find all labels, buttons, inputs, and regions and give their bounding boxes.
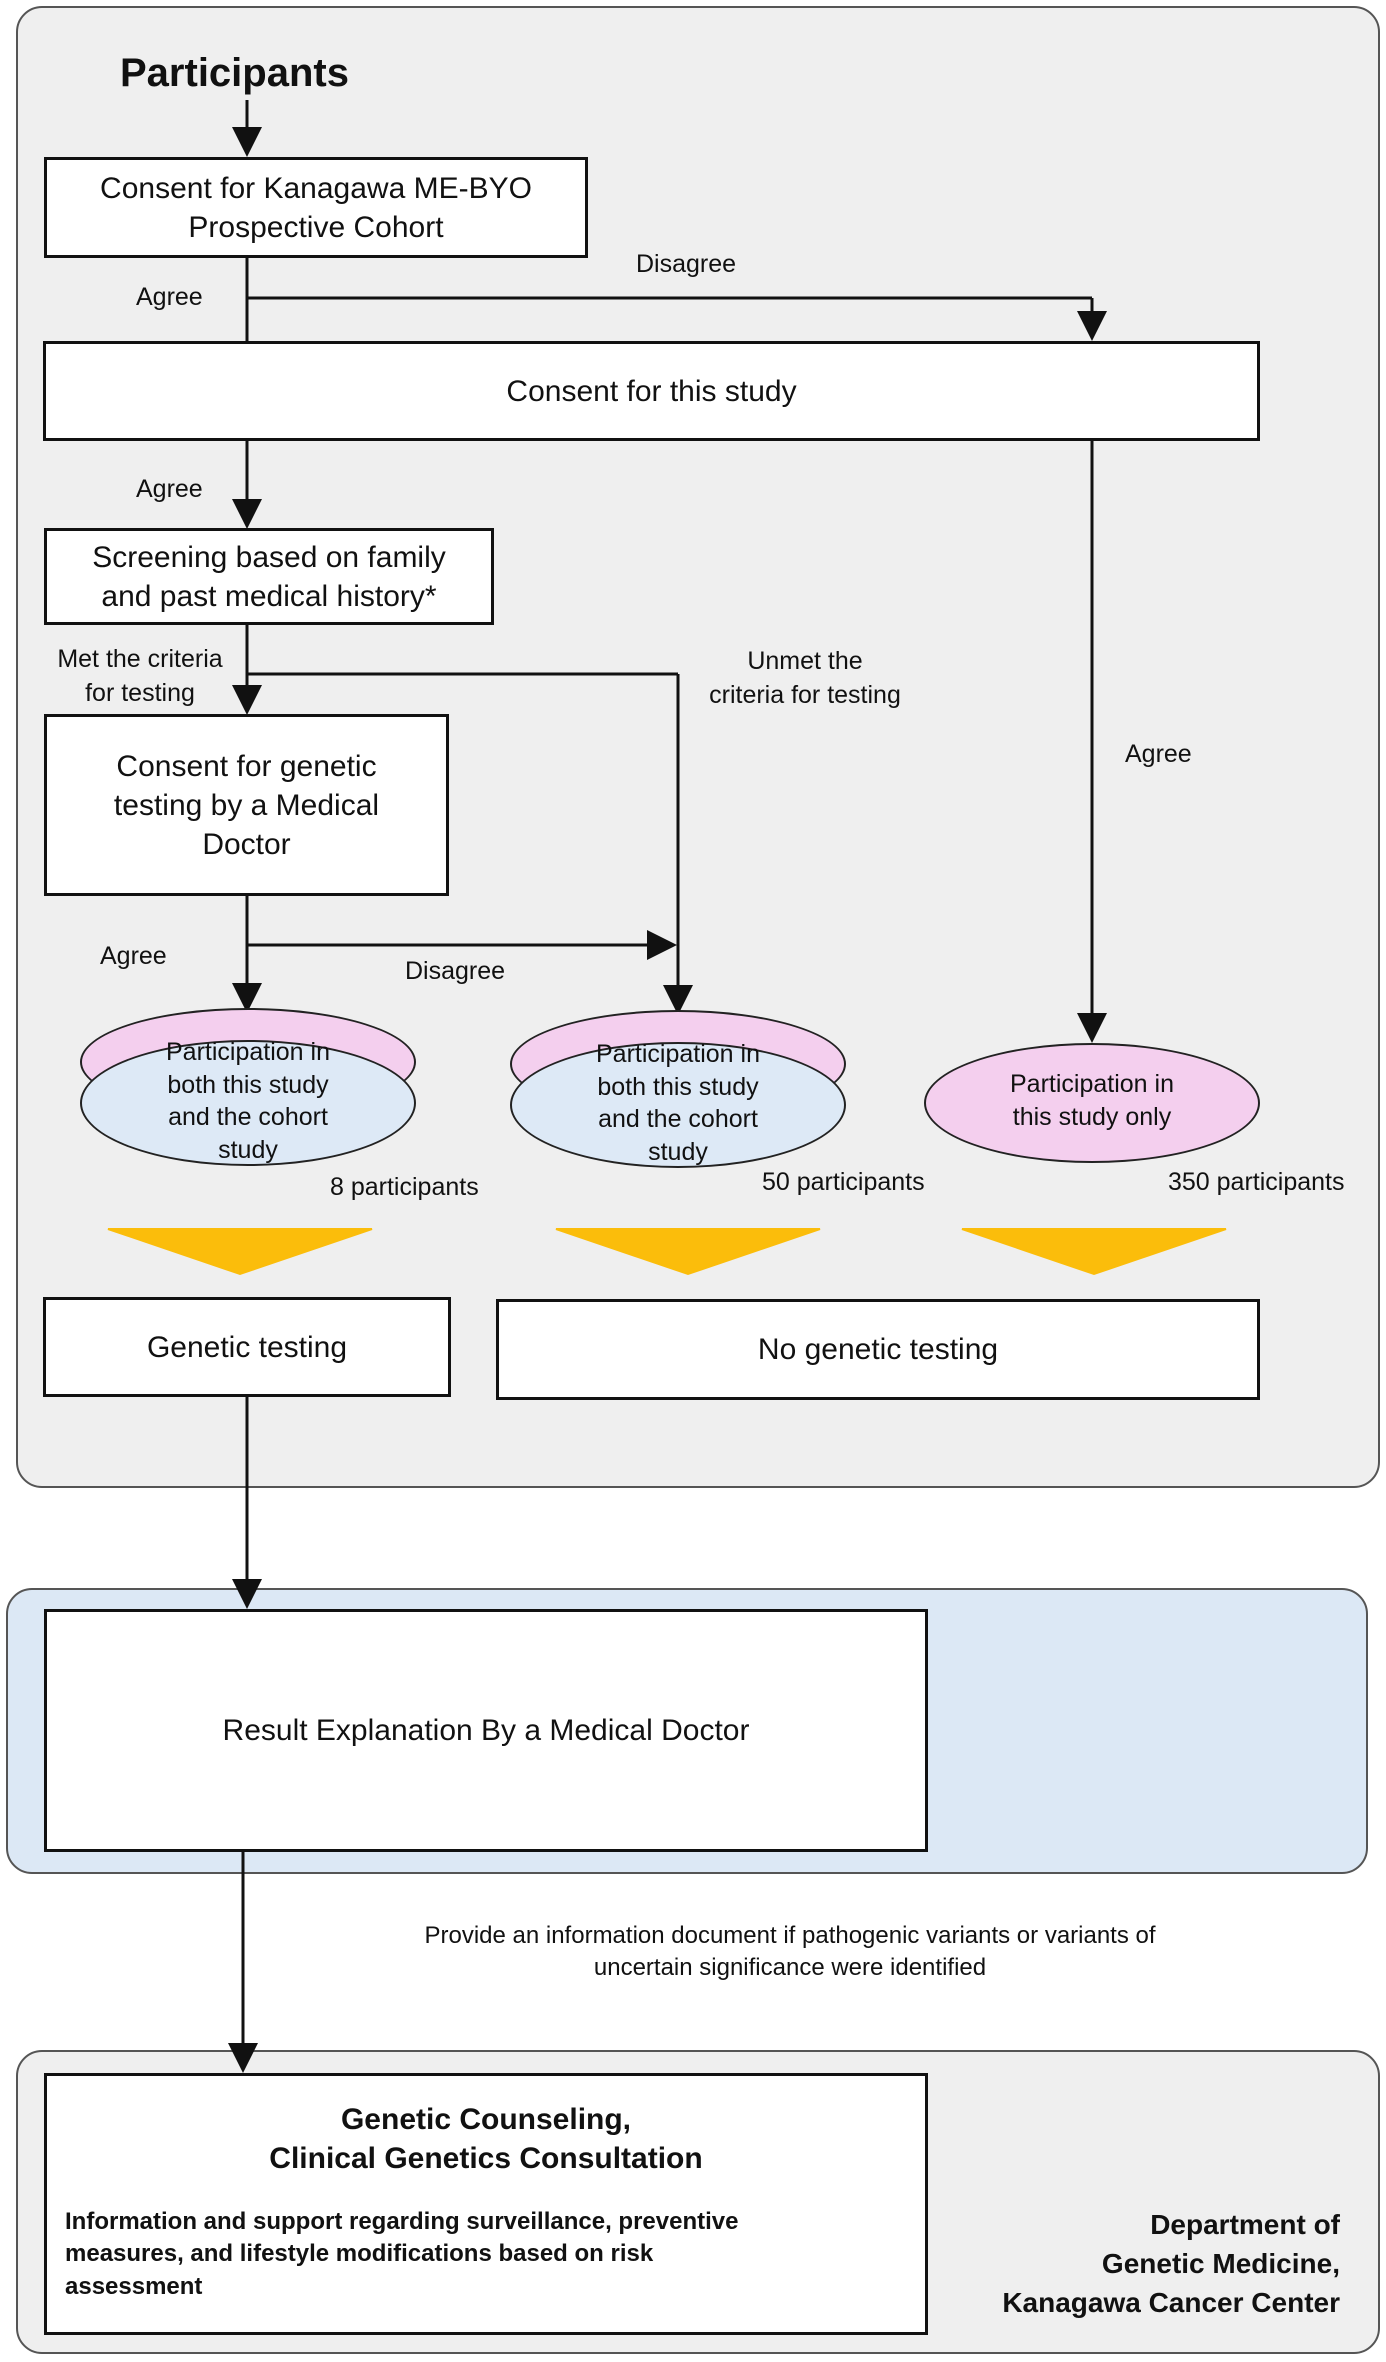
unmet-criteria-line-2: criteria for testing — [709, 680, 901, 709]
agree-label-1: Agree — [136, 283, 203, 311]
counseling-title-line-1: Genetic Counseling, — [340, 2103, 632, 2136]
counseling-body-line-2: measures, and lifestyle modifications ba… — [65, 2240, 654, 2268]
funnel-arrowhead-3 — [961, 1228, 1227, 1276]
funnel-arrowhead-1 — [107, 1228, 373, 1276]
genetic-testing-box: Genetic testing — [43, 1297, 451, 1397]
study-consent-box: Consent for this study — [43, 341, 1260, 441]
group-1-line-1: Participation in — [166, 1038, 330, 1066]
department-line-3: Kanagawa Cancer Center — [1002, 2287, 1340, 2319]
agree-label-right: Agree — [1125, 740, 1192, 768]
group-2-line-1: Participation in — [596, 1040, 760, 1068]
group-2-blue-ellipse — [510, 1042, 846, 1168]
unmet-criteria-label: Unmet the criteria for testing — [690, 645, 920, 713]
group-2-text: Participation in both this study and the… — [530, 1038, 826, 1168]
group-2-line-4: study — [648, 1137, 708, 1166]
agree-label-3: Agree — [100, 942, 167, 970]
department-line-2: Genetic Medicine, — [1101, 2248, 1340, 2280]
group-2-line-3: and the cohort — [598, 1105, 758, 1133]
no-genetic-testing-box: No genetic testing — [496, 1299, 1260, 1400]
genetic-consent-box: Consent for genetic testing by a Medical… — [44, 714, 449, 896]
cohort-consent-line-2: Prospective Cohort — [188, 210, 444, 244]
group-1-count: 8 participants — [330, 1173, 479, 1201]
met-criteria-line-1: Met the criteria — [57, 645, 223, 673]
met-criteria-label: Met the criteria for testing — [40, 643, 240, 711]
funnel-arrowhead-2 — [555, 1228, 821, 1276]
counseling-title: Genetic Counseling, Clinical Genetics Co… — [47, 2100, 925, 2178]
cohort-consent-box: Consent for Kanagawa ME-BYO Prospective … — [44, 157, 588, 258]
group-1-line-4: study — [218, 1135, 278, 1164]
group-1-text: Participation in both this study and the… — [100, 1036, 396, 1166]
unmet-criteria-line-1: Unmet the — [747, 647, 863, 675]
counseling-title-line-2: Clinical Genetics Consultation — [269, 2142, 703, 2175]
genetic-testing-text: Genetic testing — [146, 1330, 348, 1364]
result-explanation-text: Result Explanation By a Medical Doctor — [222, 1714, 750, 1747]
group-3-count: 350 participants — [1168, 1168, 1345, 1196]
info-document-line-2: uncertain significance were identified — [593, 1954, 987, 1982]
group-3-text: Participation in this study only — [944, 1068, 1240, 1133]
counseling-body-line-3: assessment — [65, 2272, 203, 2300]
counseling-box: Genetic Counseling, Clinical Genetics Co… — [44, 2073, 928, 2335]
agree-label-2: Agree — [136, 475, 203, 503]
group-3-pink-ellipse — [924, 1043, 1260, 1163]
group-3-line-2: this study only — [1012, 1102, 1172, 1131]
participants-title: Participants — [120, 51, 349, 95]
group-1-line-3: and the cohort — [168, 1103, 328, 1131]
group-2-line-2: both this study — [597, 1072, 759, 1101]
genetic-consent-line-3: Doctor — [202, 827, 291, 861]
disagree-label-2: Disagree — [405, 957, 506, 985]
screening-line-2: and past medical history* — [101, 579, 437, 613]
cohort-consent-line-1: Consent for Kanagawa ME-BYO — [100, 171, 532, 205]
study-consent-text: Consent for this study — [506, 374, 797, 408]
disagree-label-1: Disagree — [636, 250, 737, 278]
genetic-consent-line-2: testing by a Medical — [113, 788, 380, 822]
department-line-1: Department of — [1150, 2209, 1340, 2240]
department-label: Department of Genetic Medicine, Kanagawa… — [880, 2205, 1340, 2323]
counseling-body-line-1: Information and support regarding survei… — [65, 2208, 739, 2235]
info-document-note: Provide an information document if patho… — [300, 1920, 1280, 1985]
group-3-line-1: Participation in — [1010, 1070, 1174, 1098]
group-2-count: 50 participants — [762, 1168, 925, 1196]
result-explanation-box: Result Explanation By a Medical Doctor — [44, 1609, 928, 1852]
counseling-body: Information and support regarding survei… — [65, 2206, 925, 2303]
group-1-blue-ellipse — [80, 1040, 416, 1166]
info-document-line-1: Provide an information document if patho… — [424, 1922, 1156, 1949]
screening-box: Screening based on family and past medic… — [44, 528, 494, 625]
group-1-line-2: both this study — [167, 1070, 329, 1099]
met-criteria-line-2: for testing — [85, 678, 195, 707]
genetic-consent-line-1: Consent for genetic — [116, 749, 377, 783]
no-genetic-testing-text: No genetic testing — [757, 1333, 999, 1366]
screening-line-1: Screening based on family — [92, 540, 446, 574]
